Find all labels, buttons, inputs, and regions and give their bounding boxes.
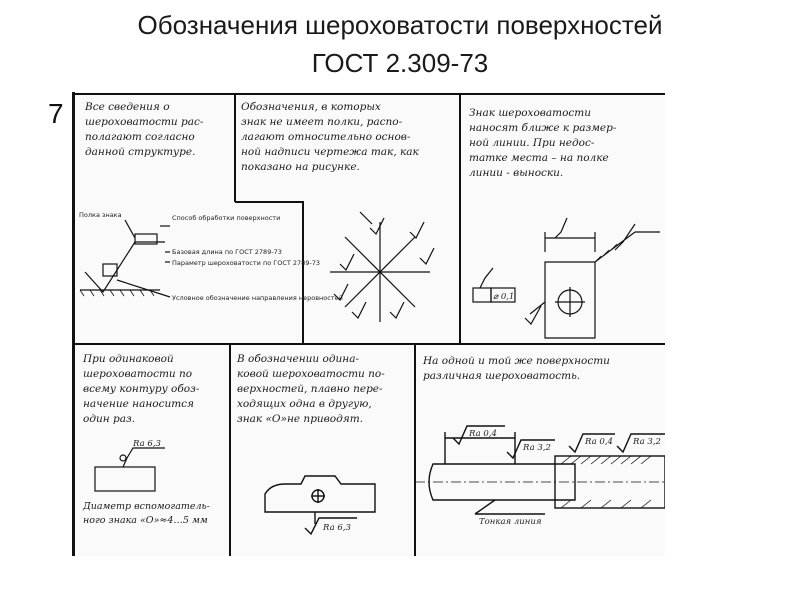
cell-text-same-roughness: При одинаковой шероховатости по всему ко… bbox=[83, 353, 200, 425]
cell-text-structure: Все сведения о шероховатости рас- полага… bbox=[85, 101, 204, 158]
label-ra04-a: Ra 0,4 bbox=[468, 429, 497, 439]
label-bazovaya: Базовая длина по ГОСТ 2789-73 bbox=[172, 248, 282, 256]
cell-text-circle-diameter: Диаметр вспомогатель- ного знака «О»≈4…5… bbox=[83, 501, 210, 526]
label-thin-line: Тонкая линия bbox=[479, 517, 542, 527]
scanned-standard-sheet: Полка знака Способ обработки поверхности… bbox=[72, 92, 665, 556]
label-sposob: Способ обработки поверхности bbox=[172, 214, 280, 222]
label-ra63-b: Ra 6,3 bbox=[322, 523, 351, 533]
label-dim-box: ⌀ 0,1 bbox=[493, 292, 514, 302]
cell-text-smooth-transition: В обозначении одина- ковой шероховатости… bbox=[237, 353, 385, 425]
label-ra04-b: Ra 0,4 bbox=[584, 437, 613, 447]
label-ra32-b: Ra 3,2 bbox=[632, 437, 661, 447]
cell-text-dimension-line: Знак шероховатости наносят ближе к разме… bbox=[469, 107, 617, 179]
slide-title: Обозначения шероховатости поверхностей bbox=[137, 10, 663, 40]
label-uslovnoe: Условное обозначение направления неровно… bbox=[172, 294, 343, 302]
cell-text-different-roughness: На одной и той же поверхности различная … bbox=[423, 355, 610, 382]
slide-subtitle: ГОСТ 2.309-73 bbox=[311, 48, 489, 78]
label-polka: Полка знака bbox=[79, 211, 122, 219]
label-parametr: Параметр шероховатости по ГОСТ 2789-73 bbox=[172, 259, 320, 267]
cell-text-no-shelf: Обозначения, в которых знак не имеет пол… bbox=[241, 101, 419, 173]
slide-number: 7 bbox=[48, 98, 64, 129]
label-ra63-a: Ra 6,3 bbox=[132, 439, 161, 449]
label-ra32-a: Ra 3,2 bbox=[522, 443, 551, 453]
sheet-drawings: Полка знака Способ обработки поверхности… bbox=[75, 93, 665, 556]
